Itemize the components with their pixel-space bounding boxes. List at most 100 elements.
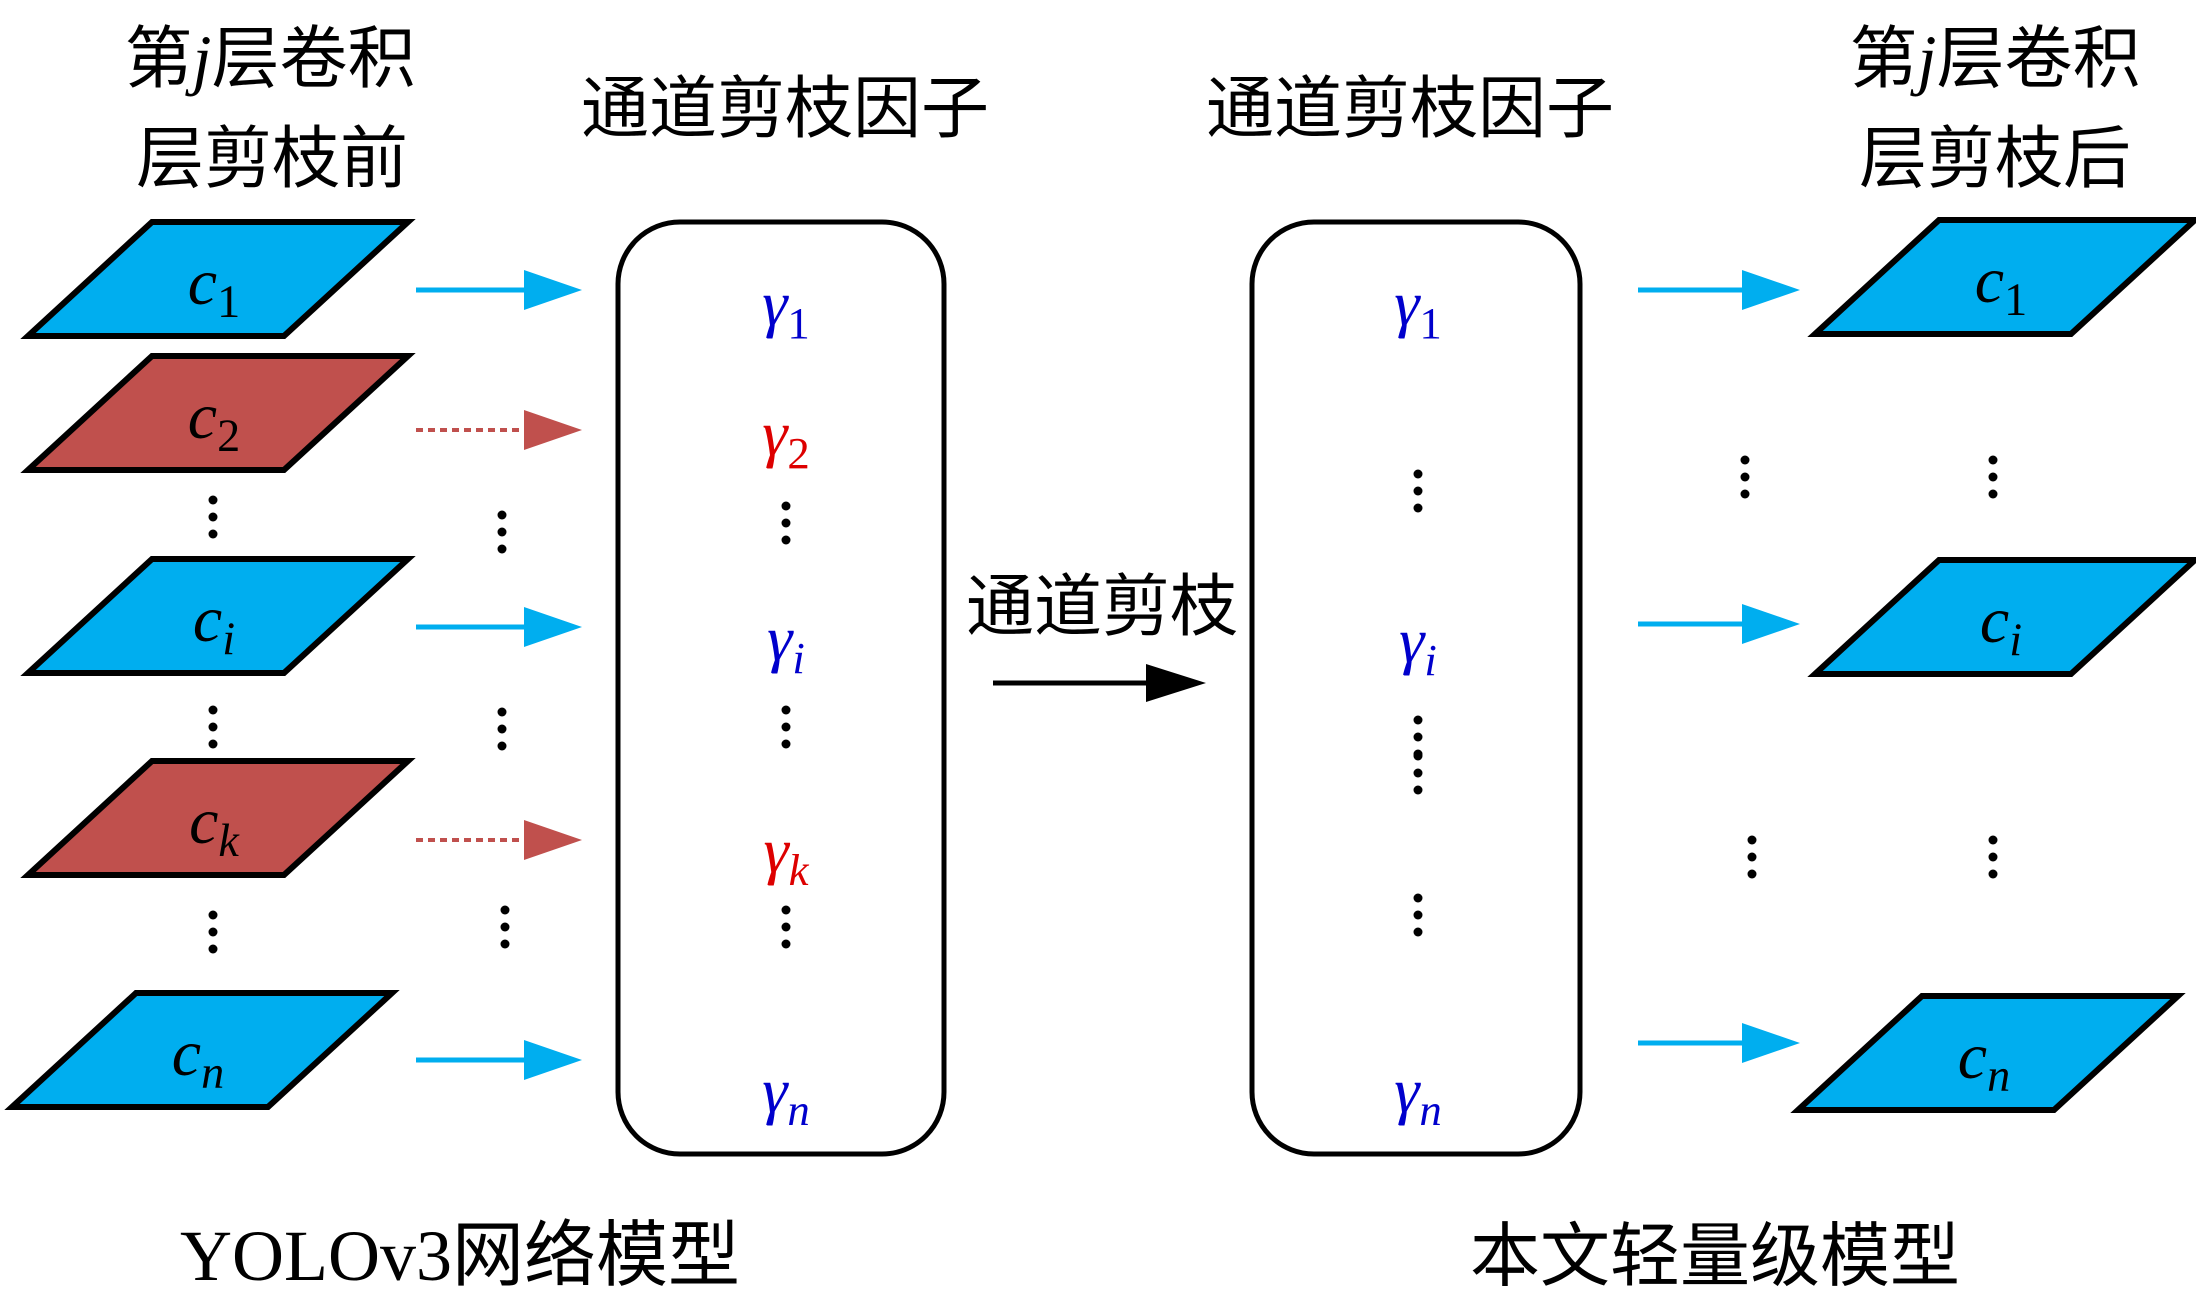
factor-after-n-base: γ xyxy=(1394,1055,1421,1126)
ellipsis-dot xyxy=(781,518,791,528)
prune-arrow-head xyxy=(1146,664,1206,702)
ellipsis-dot xyxy=(1740,455,1750,465)
channel-before-label-2: c2 xyxy=(188,380,240,461)
ellipsis-dot xyxy=(1413,503,1423,513)
factor-before-k-base: γ xyxy=(763,815,790,886)
factor-before-n-base: γ xyxy=(762,1055,789,1126)
ellipsis-dot xyxy=(1413,732,1423,742)
factor-box-before xyxy=(615,219,947,1157)
ellipsis-dot xyxy=(497,527,507,537)
ellipsis-dot xyxy=(1413,893,1423,903)
ellipsis-dot xyxy=(1747,852,1757,862)
channel-after-label-i-base: c xyxy=(1980,584,2009,657)
factor-before-2: γ2 xyxy=(762,398,810,478)
channel-after-label-i: ci xyxy=(1980,584,2022,665)
channel-before-label-n-sub: n xyxy=(201,1047,224,1098)
ellipsis-dot xyxy=(1413,927,1423,937)
arrow-before-1-head xyxy=(524,270,582,310)
ellipsis-dot xyxy=(1988,472,1998,482)
channel-after-label-n-base: c xyxy=(1958,1020,1987,1093)
ellipsis-dot xyxy=(1747,835,1757,845)
channel-before-i xyxy=(20,556,416,676)
arrow-after-i-head xyxy=(1742,604,1800,644)
ellipsis-dot xyxy=(208,512,218,522)
channel-before-label-1-sub: 1 xyxy=(217,276,240,327)
arrow-after-1-head xyxy=(1742,270,1800,310)
ellipsis-dot xyxy=(1988,835,1998,845)
channel-after-i xyxy=(1807,557,2196,677)
channel-before-label-2-base: c xyxy=(188,380,217,453)
channel-before-2 xyxy=(20,353,416,473)
ellipsis-dot xyxy=(208,495,218,505)
ellipsis-dot xyxy=(497,724,507,734)
ellipsis-dot xyxy=(208,739,218,749)
factor-before-n: γn xyxy=(762,1055,810,1135)
ellipsis-dot xyxy=(500,939,510,949)
ellipsis-dot xyxy=(1988,489,1998,499)
ellipsis-dot xyxy=(1988,869,1998,879)
ellipsis-dot xyxy=(1413,469,1423,479)
factor-before-1: γ1 xyxy=(762,268,810,348)
ellipsis-dot xyxy=(1413,910,1423,920)
factor-before-1-sub: 1 xyxy=(787,298,809,348)
channel-after-label-n-sub: n xyxy=(1987,1050,2010,1101)
channel-after-label-n: cn xyxy=(1958,1020,2010,1101)
factor-after-i-sub: i xyxy=(1424,635,1436,685)
right-title-line2: 层剪枝后 xyxy=(1859,120,2131,199)
ellipsis-dot xyxy=(781,939,791,949)
ellipsis-dot xyxy=(1740,472,1750,482)
channel-before-label-i: ci xyxy=(193,583,235,664)
factor-before-i-base: γ xyxy=(767,603,794,674)
channel-after-label-1-base: c xyxy=(1975,244,2004,317)
ellipsis-dot xyxy=(1413,785,1423,795)
ellipsis-dot xyxy=(497,707,507,717)
ellipsis-dot xyxy=(1413,768,1423,778)
ellipsis-dot xyxy=(1413,715,1423,725)
factor-before-2-base: γ xyxy=(762,398,789,469)
channel-before-label-k: ck xyxy=(189,785,240,866)
channel-before-label-2-sub: 2 xyxy=(217,410,240,461)
arrow-after-n-head xyxy=(1742,1023,1800,1063)
ellipsis-dot xyxy=(208,927,218,937)
ellipsis-dot xyxy=(500,922,510,932)
ellipsis-dot xyxy=(208,910,218,920)
ellipsis-dot xyxy=(1413,486,1423,496)
channel-before-label-n-base: c xyxy=(172,1017,201,1090)
channel-before-label-i-sub: i xyxy=(222,613,235,664)
factor-before-i-sub: i xyxy=(792,633,804,683)
arrow-before-k-head xyxy=(524,820,582,860)
left-title-part-b: 层卷积 xyxy=(211,20,415,99)
factor-before-n-sub: n xyxy=(787,1085,809,1135)
factor-after-i-base: γ xyxy=(1399,605,1426,676)
factor-before-i: γi xyxy=(767,603,805,683)
arrow-before-n-head xyxy=(524,1040,582,1080)
channel-after-label-1: c1 xyxy=(1975,244,2027,325)
footer-right: 本文轻量级模型 xyxy=(1470,1215,1960,1297)
ellipsis-dot xyxy=(781,739,791,749)
arrow-before-i-head xyxy=(524,607,582,647)
ellipsis-dot xyxy=(781,905,791,915)
channel-before-label-n: cn xyxy=(172,1017,224,1098)
ellipsis-dot xyxy=(781,922,791,932)
ellipsis-dot xyxy=(1988,455,1998,465)
factor-after-1: γ1 xyxy=(1394,268,1442,348)
ellipsis-dot xyxy=(500,905,510,915)
ellipsis-dot xyxy=(497,510,507,520)
factor-before-k-sub: k xyxy=(789,845,810,895)
channel-after-label-i-sub: i xyxy=(2009,614,2022,665)
ellipsis-dot xyxy=(1740,489,1750,499)
channel-after-label-1-sub: 1 xyxy=(2004,274,2027,325)
ellipsis-dot xyxy=(497,741,507,751)
channel-before-label-k-sub: k xyxy=(218,815,240,866)
ellipsis-dot xyxy=(1747,869,1757,879)
factor-after-i: γi xyxy=(1399,605,1437,685)
channel-after-n xyxy=(1790,993,2186,1113)
ellipsis-dot xyxy=(781,535,791,545)
channel-before-label-1-base: c xyxy=(188,246,217,319)
channel-before-n xyxy=(4,990,400,1110)
factor-after-1-sub: 1 xyxy=(1419,298,1441,348)
channel-before-k xyxy=(20,758,416,878)
left-title-part-a: 第 xyxy=(125,20,193,99)
